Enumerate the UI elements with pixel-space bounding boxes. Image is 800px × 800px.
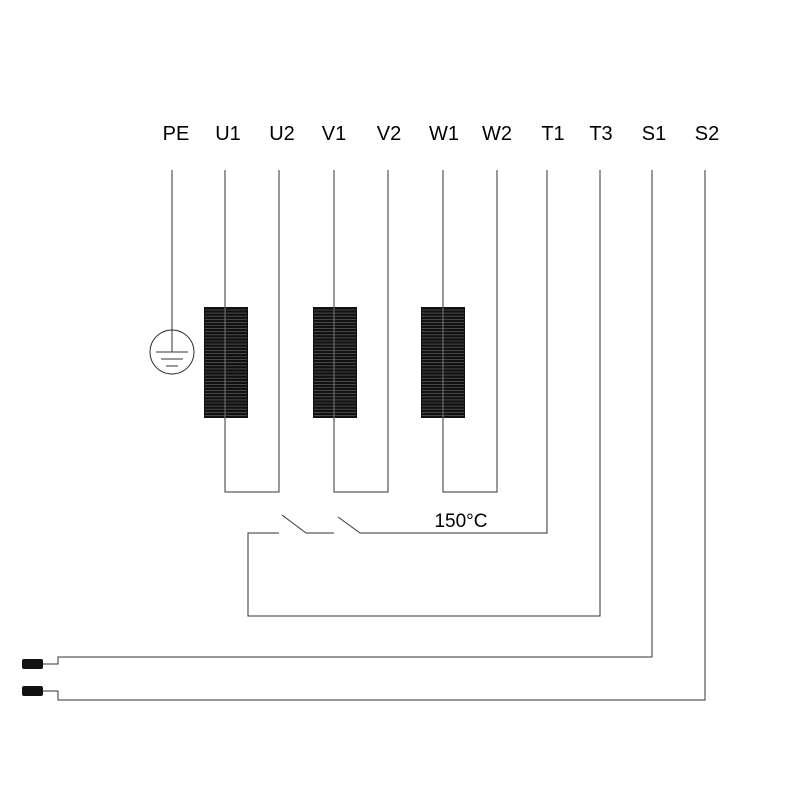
terminal-label-w1: W1 xyxy=(429,123,459,145)
terminal-label-s1: S1 xyxy=(642,123,666,145)
terminal-label-t3: T3 xyxy=(589,123,612,145)
ground-icon xyxy=(149,329,195,375)
s2-connector-icon xyxy=(22,686,43,696)
winding-w-coil xyxy=(421,307,465,418)
winding-u-coil xyxy=(204,307,248,418)
thermal-switch-circuit: 150°C xyxy=(247,170,601,617)
terminal-label-u2: U2 xyxy=(269,123,295,145)
thermal-switch-label: 150°C xyxy=(434,511,487,532)
t1-wire xyxy=(360,170,548,534)
sensor-wires xyxy=(22,170,706,701)
terminal-labels: PE U1 U2 V1 V2 W1 W2 T1 T3 S1 S2 xyxy=(163,123,720,145)
terminal-label-t1: T1 xyxy=(541,123,564,145)
terminal-label-v1: V1 xyxy=(322,123,346,145)
winding-v-coil xyxy=(313,307,357,418)
winding-w xyxy=(421,170,498,493)
pe-ground xyxy=(149,170,195,375)
terminal-label-s2: S2 xyxy=(695,123,719,145)
terminal-label-w2: W2 xyxy=(482,123,512,145)
s1-wire xyxy=(42,170,653,665)
thermal-contact-2 xyxy=(281,514,307,534)
winding-u xyxy=(204,170,280,493)
terminal-label-v2: V2 xyxy=(377,123,401,145)
terminal-label-u1: U1 xyxy=(215,123,241,145)
s1-connector-icon xyxy=(22,659,43,669)
terminal-label-pe: PE xyxy=(163,123,190,145)
s2-wire xyxy=(42,170,706,701)
thermal-contact-1 xyxy=(337,516,361,534)
winding-v xyxy=(313,170,389,493)
t3-loop-wire xyxy=(247,170,601,617)
